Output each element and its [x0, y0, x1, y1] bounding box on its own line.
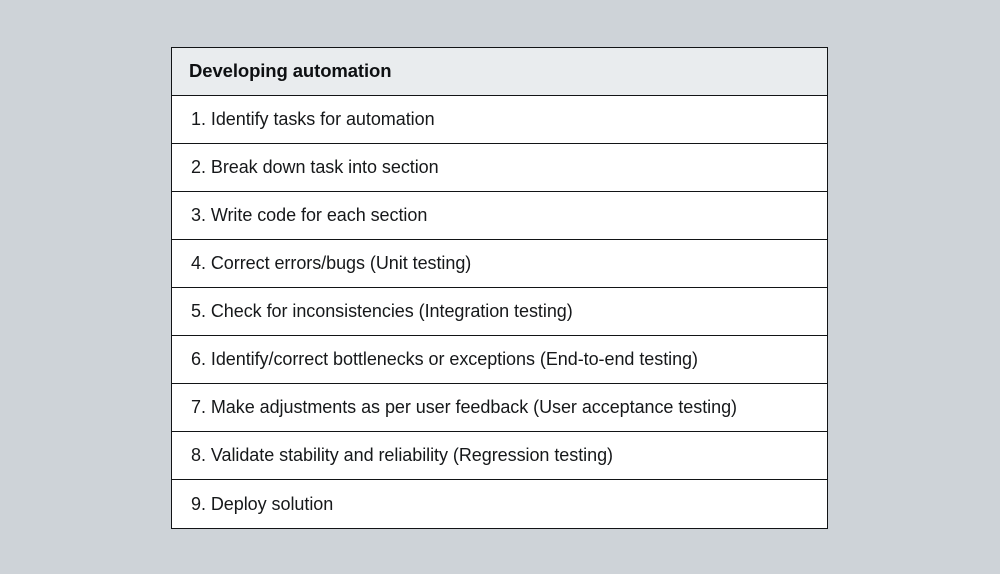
developing-automation-table: Developing automation 1. Identify tasks …: [171, 47, 828, 529]
table-row[interactable]: 5. Check for inconsistencies (Integratio…: [172, 288, 827, 336]
table-row-label: 3. Write code for each section: [191, 205, 428, 226]
table-row[interactable]: 4. Correct errors/bugs (Unit testing): [172, 240, 827, 288]
table-header-row: Developing automation: [172, 48, 827, 96]
table-row-label: 8. Validate stability and reliability (R…: [191, 445, 613, 466]
table-row-label: 2. Break down task into section: [191, 157, 439, 178]
table-row-label: 7. Make adjustments as per user feedback…: [191, 397, 737, 418]
table-title: Developing automation: [189, 60, 392, 82]
table-row[interactable]: 2. Break down task into section: [172, 144, 827, 192]
table-row[interactable]: 3. Write code for each section: [172, 192, 827, 240]
table-row[interactable]: 7. Make adjustments as per user feedback…: [172, 384, 827, 432]
table-row[interactable]: 8. Validate stability and reliability (R…: [172, 432, 827, 480]
table-row-label: 1. Identify tasks for automation: [191, 109, 435, 130]
table-row[interactable]: 1. Identify tasks for automation: [172, 96, 827, 144]
table-row-label: 4. Correct errors/bugs (Unit testing): [191, 253, 472, 274]
table-row[interactable]: 9. Deploy solution: [172, 480, 827, 528]
table-row-label: 6. Identify/correct bottlenecks or excep…: [191, 349, 698, 370]
table-row-label: 5. Check for inconsistencies (Integratio…: [191, 301, 573, 322]
table-body: 1. Identify tasks for automation 2. Brea…: [172, 96, 827, 528]
table-row[interactable]: 6. Identify/correct bottlenecks or excep…: [172, 336, 827, 384]
table-row-label: 9. Deploy solution: [191, 493, 334, 514]
